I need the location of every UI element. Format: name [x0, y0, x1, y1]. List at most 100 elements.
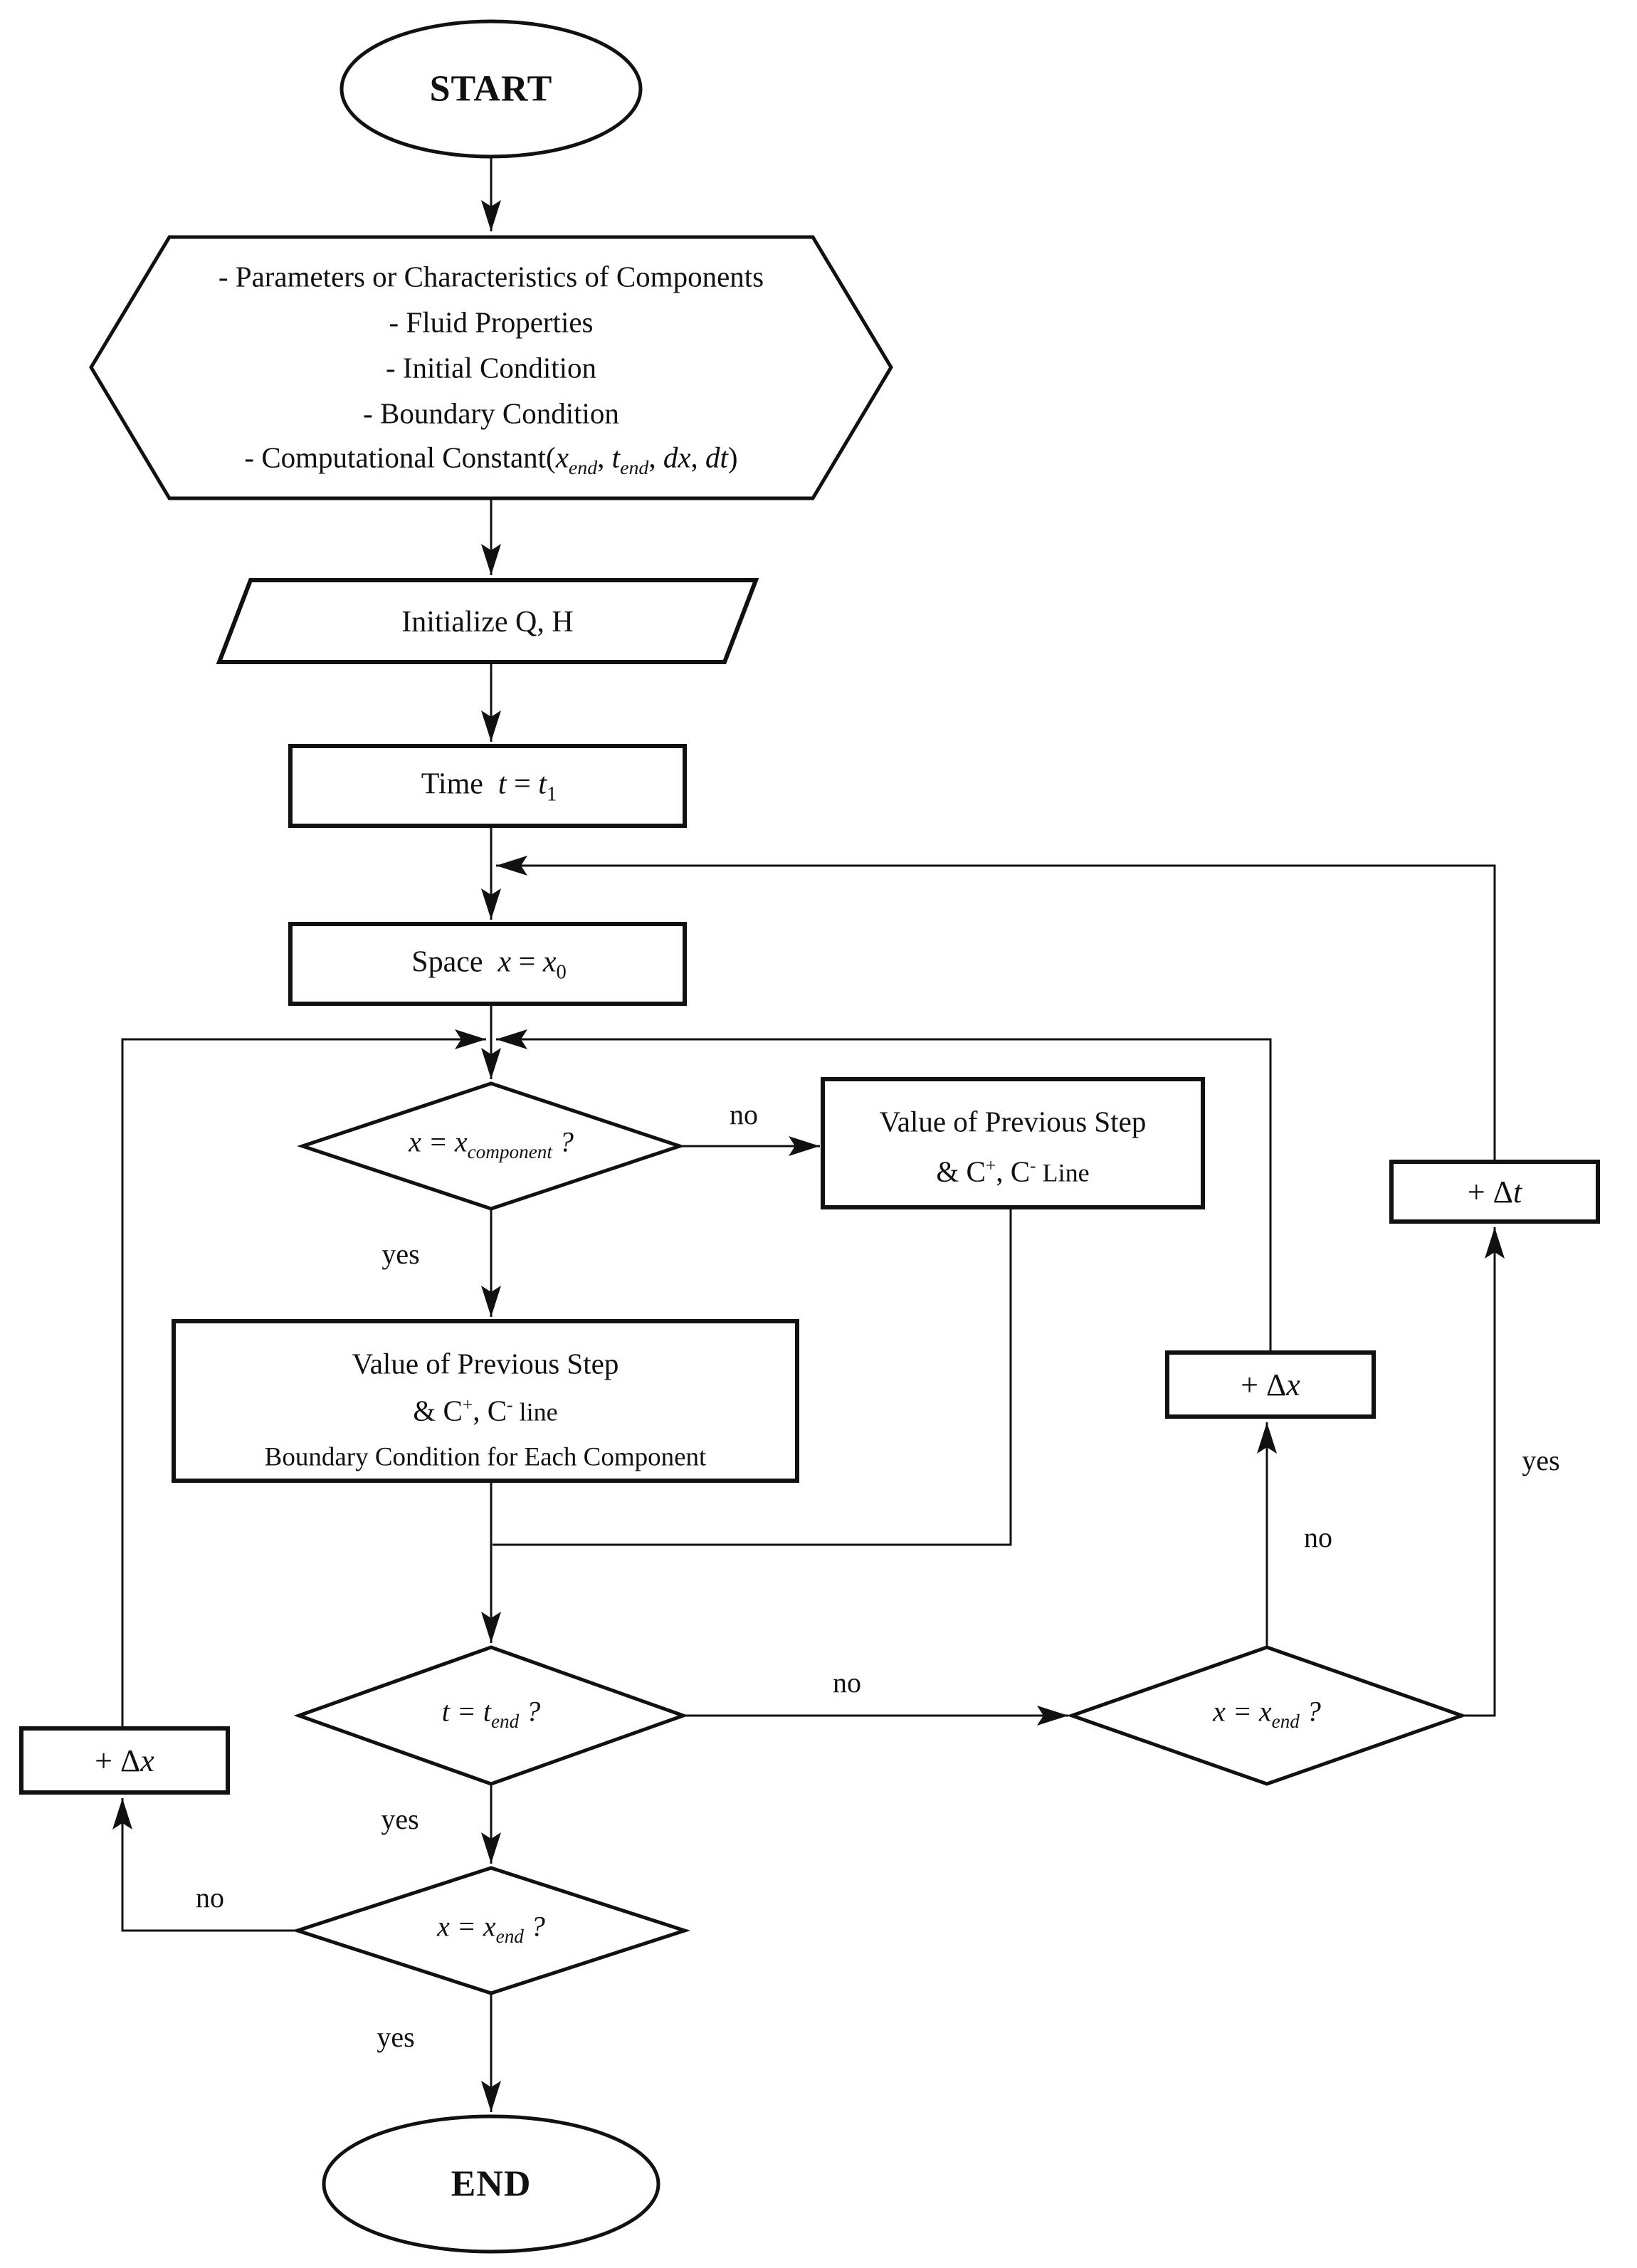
branch-spaceend-bottom-no: no [196, 1881, 224, 1913]
decision-spaceend-right-label: x = xend ? [1213, 1696, 1321, 1732]
delta-symbol: Δ [120, 1743, 141, 1778]
prev-step-line-label-2: & C+, C- Line [936, 1155, 1089, 1187]
prev-step-boundary-box [172, 1319, 799, 1483]
start-node [339, 19, 643, 159]
plus-sign: + [1467, 1174, 1493, 1209]
time-box [288, 744, 687, 828]
increment-dx-left-box [19, 1726, 230, 1795]
space-word: Space [411, 945, 498, 979]
branch-spaceend-right-no: no [1304, 1521, 1332, 1553]
var-x: x [454, 1125, 468, 1158]
var-x: x [1286, 1367, 1300, 1402]
inputs-line-4: - Boundary Condition [363, 397, 619, 430]
c-minus: , C [996, 1155, 1031, 1188]
ampersand-c: & C [413, 1394, 463, 1427]
ampersand-c: & C [936, 1155, 986, 1188]
inputs-line-5: - Computational Constant(xend, tend, dx,… [244, 441, 737, 479]
prev-step-boundary-label-2: & C+, C- line [413, 1395, 557, 1427]
prev-step-boundary-label-1: Value of Previous Step [352, 1347, 619, 1380]
plus-sign: + [1241, 1367, 1266, 1402]
increment-dx-right-box [1165, 1350, 1376, 1419]
plus-sign: + [95, 1743, 120, 1778]
inputs-line-3: - Initial Condition [385, 351, 597, 384]
initialize-shape [216, 578, 759, 664]
space-label: Space x = x0 [411, 945, 567, 983]
sub-0: 0 [556, 961, 567, 984]
edge-spaceend-bottom-no [112, 1798, 298, 1932]
var-x: x [542, 945, 557, 979]
var-t: t [611, 441, 621, 474]
question-mark: ? [523, 1910, 545, 1943]
branch-timeend-yes: yes [381, 1803, 419, 1835]
delta-symbol: Δ [1266, 1367, 1287, 1402]
equals: = [421, 1125, 455, 1158]
inputs-line-2: - Fluid Properties [389, 305, 594, 339]
comma: , [690, 441, 706, 474]
increment-dx-left-label: + Δx [95, 1743, 154, 1778]
end-label: END [451, 2163, 532, 2205]
sup-minus: - [1030, 1155, 1036, 1176]
var-x: x [437, 1910, 450, 1943]
sub-end: end [495, 1925, 524, 1947]
inputs-line-1: - Parameters or Characteristics of Compo… [218, 260, 764, 293]
decision-spaceend-right-shape [1066, 1645, 1468, 1786]
question-mark: ? [519, 1695, 541, 1728]
var-t: t [483, 1695, 491, 1728]
edge-dx-right-return [496, 1029, 1272, 1353]
var-dt: dt [705, 441, 728, 474]
edge-dx-left-return [121, 1029, 486, 1728]
initialize-label: Initialize Q, H [401, 605, 574, 639]
var-x: x [1258, 1695, 1272, 1728]
word-line: line [512, 1397, 558, 1427]
branch-timeend-no: no [833, 1666, 861, 1699]
equals: = [506, 767, 539, 801]
decision-component-label: x = xcomponent ? [409, 1126, 574, 1162]
inputs-line5-suffix: ) [727, 441, 738, 474]
decision-spaceend-bottom-label: x = xend ? [437, 1911, 545, 1947]
edge-rightbox-return [493, 1207, 1012, 1546]
sup-plus: + [462, 1395, 473, 1415]
prev-step-line-box [821, 1077, 1205, 1209]
c-minus: , C [473, 1394, 507, 1427]
comma: , [648, 441, 663, 474]
sup-minus: - [507, 1395, 513, 1415]
prev-step-line-label-1: Value of Previous Step [879, 1105, 1147, 1138]
var-t: t [441, 1695, 450, 1728]
branch-spaceend-bottom-yes: yes [377, 2021, 415, 2053]
var-x: x [140, 1743, 154, 1778]
sub-end: end [490, 1710, 520, 1732]
comma: , [597, 441, 612, 474]
decision-timeend-label: t = tend ? [442, 1696, 541, 1732]
increment-dx-right-label: + Δx [1241, 1367, 1300, 1402]
question-mark: ? [1299, 1695, 1321, 1728]
decision-timeend-shape [293, 1645, 689, 1786]
space-box [288, 922, 687, 1006]
question-mark: ? [552, 1125, 574, 1158]
end-node [322, 2114, 660, 2254]
equals: = [1225, 1695, 1259, 1728]
inputs-line5-prefix: - Computational Constant( [244, 441, 556, 474]
start-label: START [429, 68, 553, 110]
equals: = [449, 1695, 483, 1728]
decision-component-shape [297, 1081, 685, 1211]
time-label: Time t = t1 [421, 767, 557, 805]
sub-end: end [1271, 1710, 1300, 1732]
edge-spaceend-right-yes [1462, 1227, 1505, 1717]
branch-component-no: no [730, 1098, 758, 1130]
increment-dt-label: + Δt [1468, 1175, 1522, 1209]
time-word: Time [421, 767, 498, 801]
var-t: t [1512, 1174, 1522, 1209]
increment-dt-box [1389, 1160, 1600, 1224]
branch-spaceend-right-yes: yes [1522, 1444, 1560, 1476]
equals: = [511, 945, 543, 979]
word-line: Line [1036, 1158, 1090, 1187]
var-dx: dx [663, 441, 691, 474]
var-x: x [409, 1125, 421, 1158]
decision-spaceend-bottom-shape [291, 1866, 691, 1995]
sub-end: end [568, 457, 598, 480]
var-x: x [1213, 1695, 1226, 1728]
branch-component-yes: yes [381, 1238, 420, 1270]
sub-end: end [620, 457, 649, 480]
var-x: x [498, 945, 512, 979]
